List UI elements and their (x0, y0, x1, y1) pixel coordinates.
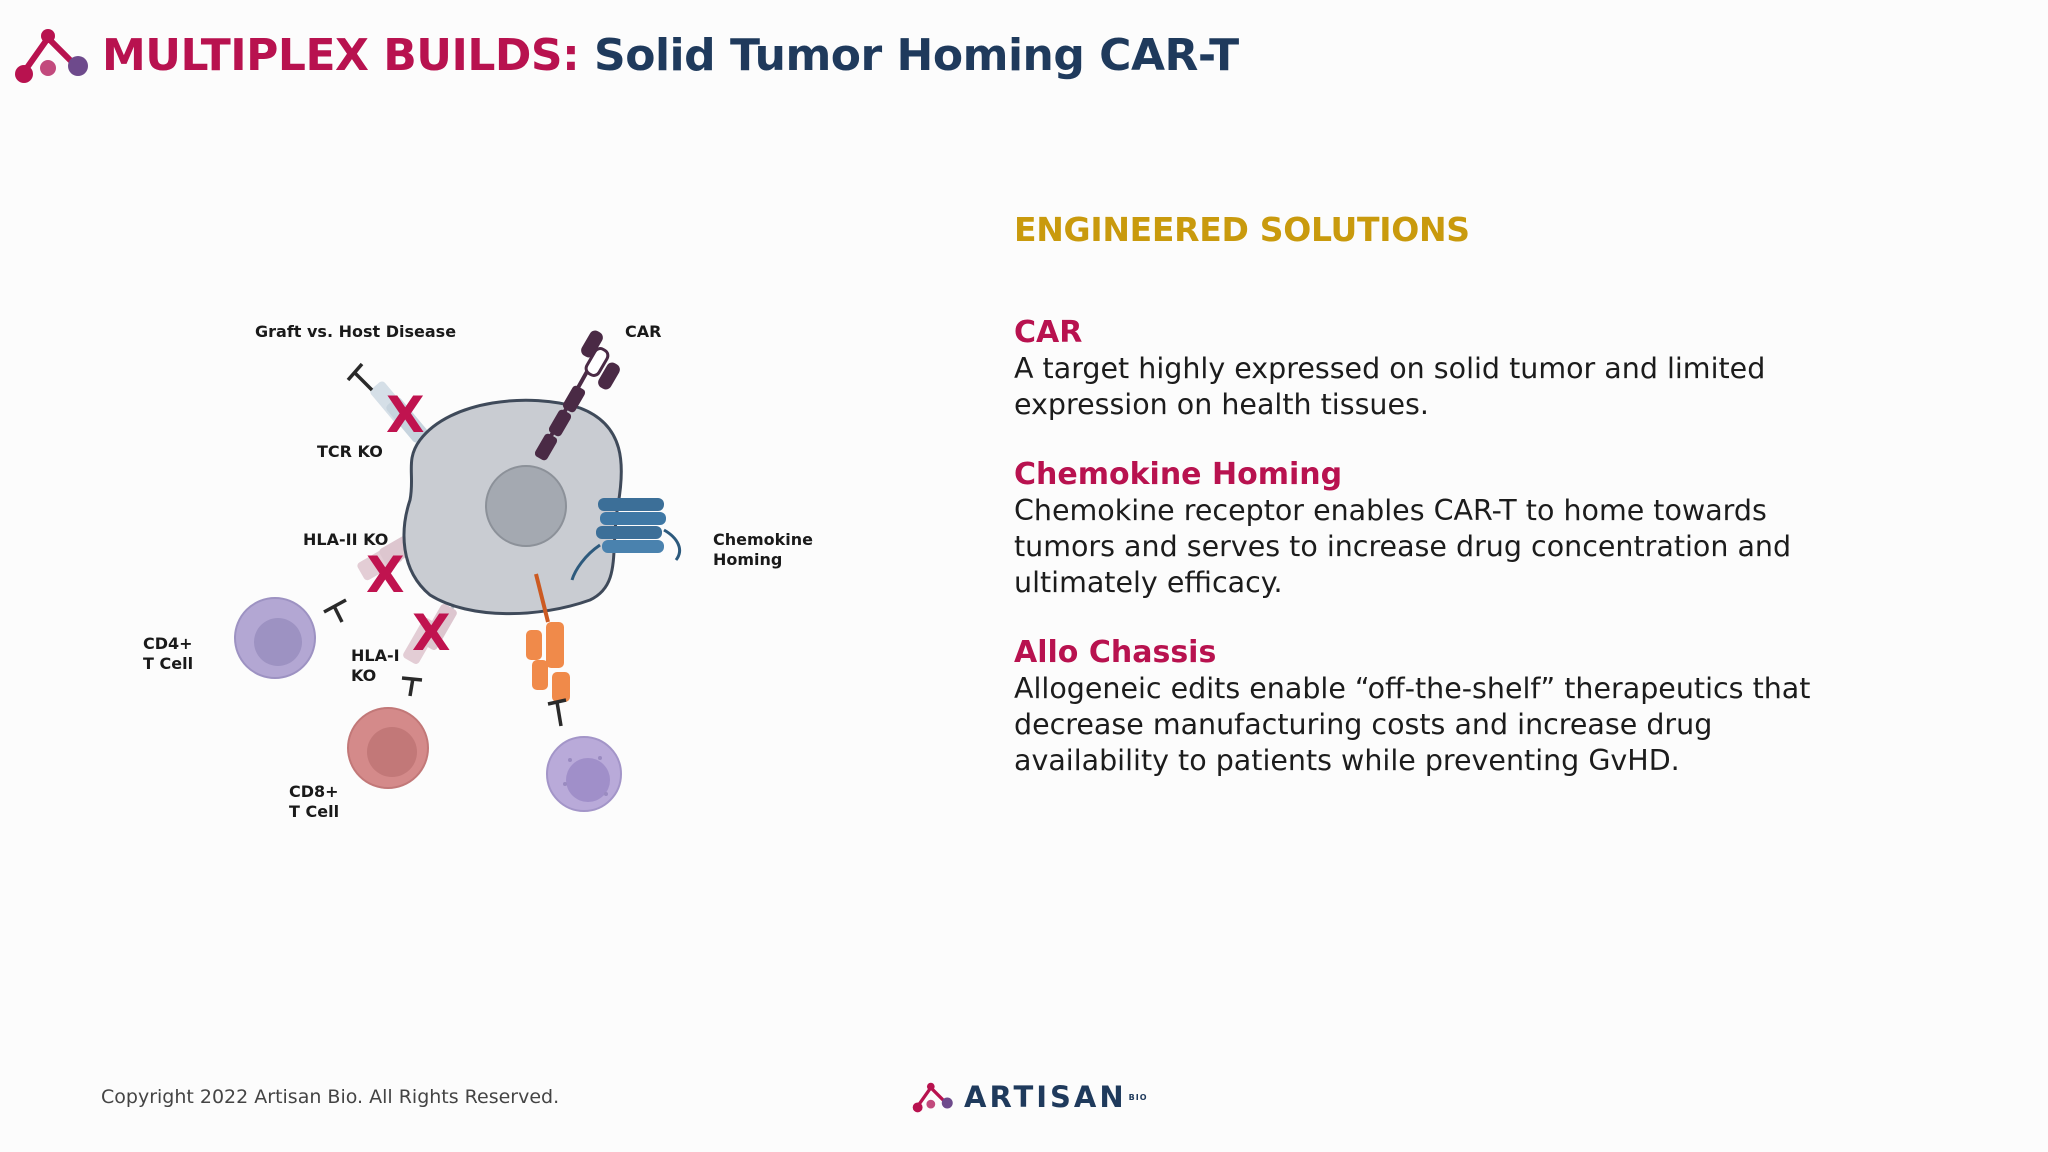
solution-allo-line: availability to patients while preventin… (1014, 744, 1680, 777)
solution-car: CAR A target highly expressed on solid t… (1014, 315, 2014, 423)
brand-name: ARTISAN (964, 1080, 1127, 1114)
label-hla-ii-ko: HLA-II KO (303, 530, 389, 549)
solution-car-title: CAR (1014, 315, 1083, 350)
label-car: CAR (625, 322, 662, 341)
label-cd4-line1: CD4+ (143, 634, 193, 653)
slide-title: MULTIPLEX BUILDS: Solid Tumor Homing CAR… (102, 30, 1239, 81)
cd4-inhibition-icon (323, 598, 347, 623)
tcr-ko-x-icon: X (386, 386, 425, 444)
artisan-logo-icon (15, 29, 88, 83)
label-chemokine-line1: Chemokine (713, 530, 814, 549)
solution-allo-line: decrease manufacturing costs and increas… (1014, 708, 1713, 741)
car-t-cell-illustration: X X X (234, 330, 681, 812)
solution-allo-line: Allogeneic edits enable “off-the-shelf” … (1014, 672, 1811, 705)
hla-i-ko-x-icon: X (412, 604, 451, 662)
label-cd4-t-cell: CD4+ T Cell (143, 634, 193, 674)
footer-logo: ARTISAN BIO (910, 1080, 1148, 1114)
label-hla-i-line2: KO (351, 666, 377, 685)
chemokine-receptor-icon (570, 498, 681, 581)
label-gvhd: Graft vs. Host Disease (255, 322, 457, 341)
engineered-solutions-panel: ENGINEERED SOLUTIONS CAR A target highly… (1014, 210, 2014, 813)
solution-allo-title: Allo Chassis (1014, 635, 1217, 670)
label-chemokine-homing: Chemokine Homing (713, 530, 813, 570)
slide-header: MULTIPLEX BUILDS: Solid Tumor Homing CAR… (12, 20, 1239, 90)
solution-chemokine-line: ultimately efficacy. (1014, 566, 1283, 599)
car-receptor-icon (534, 330, 620, 461)
artisan-logo-icon (912, 1082, 953, 1113)
label-tcr-ko: TCR KO (317, 442, 383, 461)
solution-car-line: A target highly expressed on solid tumor… (1014, 352, 1766, 385)
label-cd8-line2: T Cell (289, 802, 340, 821)
solution-car-line: expression on health tissues. (1014, 388, 1429, 421)
activating-receptor-icon (526, 573, 570, 702)
title-rest: Solid Tumor Homing CAR-T (594, 29, 1239, 81)
solution-chemokine-line: tumors and serves to increase drug conce… (1014, 530, 1792, 563)
title-lead: MULTIPLEX BUILDS: (102, 29, 580, 81)
label-hla-i-ko: HLA-I KO (351, 646, 400, 686)
label-hla-i-line1: HLA-I (351, 646, 400, 665)
solution-chemokine-description: Chemokine receptor enables CAR-T to home… (1014, 493, 2014, 601)
solution-car-description: A target highly expressed on solid tumor… (1014, 351, 2014, 423)
target-inhibition-icon (547, 698, 567, 727)
cd8-inhibition-icon (401, 676, 423, 697)
cd4-t-cell-icon (234, 597, 316, 679)
label-cd8-line1: CD8+ (289, 782, 339, 801)
copyright-notice: Copyright 2022 Artisan Bio. All Rights R… (101, 1086, 560, 1108)
car-t-diagram: X X X (0, 300, 900, 860)
solution-allo-description: Allogeneic edits enable “off-the-shelf” … (1014, 671, 2014, 779)
engineered-solutions-heading: ENGINEERED SOLUTIONS (1014, 210, 1470, 249)
cd8-t-cell-icon (347, 707, 429, 789)
solution-chemokine-homing: Chemokine Homing Chemokine receptor enab… (1014, 457, 2014, 601)
cell-nucleus (485, 465, 567, 547)
label-cd8-t-cell: CD8+ T Cell (289, 782, 339, 822)
gvhd-inhibition-icon (346, 362, 374, 392)
solution-allo-chassis: Allo Chassis Allogeneic edits enable “of… (1014, 635, 2014, 779)
hla-ii-ko-x-icon: X (366, 546, 405, 604)
label-cd4-line2: T Cell (143, 654, 194, 673)
solution-chemokine-line: Chemokine receptor enables CAR-T to home… (1014, 494, 1767, 527)
brand-suffix: BIO (1128, 1092, 1148, 1102)
label-chemokine-line2: Homing (713, 550, 783, 569)
target-cell-icon (546, 736, 622, 812)
solution-chemokine-title: Chemokine Homing (1014, 457, 1343, 492)
